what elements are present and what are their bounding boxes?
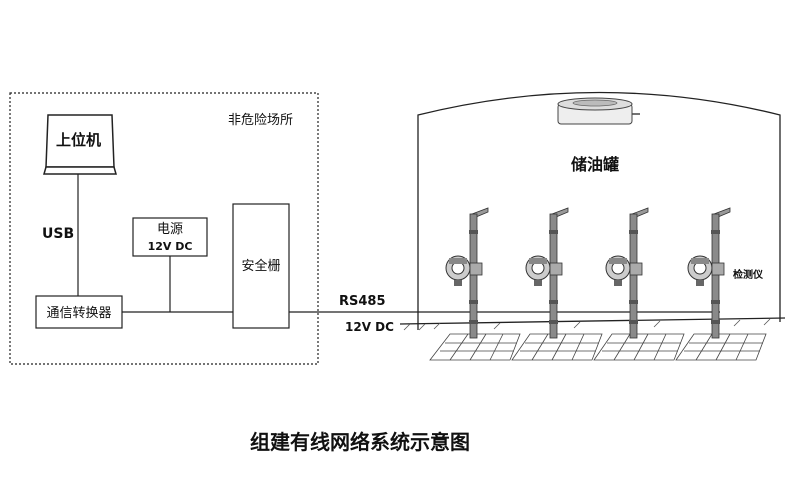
usb-label: USB — [42, 226, 74, 242]
power-supply-label: 12V DC — [345, 320, 394, 334]
ground-line — [399, 317, 786, 325]
ground-grid — [593, 333, 685, 361]
diagram-caption: 组建有线网络系统示意图 — [250, 430, 470, 454]
protocol-label: RS485 — [339, 294, 386, 309]
gas-detector-icon — [445, 207, 489, 339]
gas-detector-icon — [525, 207, 569, 339]
power-title: 电源 — [157, 222, 183, 237]
converter-box — [35, 295, 123, 329]
host-pc-icon — [43, 114, 117, 175]
tank-vent-icon — [557, 97, 640, 125]
barrier-box — [232, 203, 290, 329]
host-pc-label: 上位机 — [56, 131, 101, 149]
tank-label: 储油罐 — [570, 155, 619, 174]
power-spec: 12V DC — [148, 240, 193, 253]
barrier-label: 安全栅 — [241, 258, 280, 274]
detector-label: 检测仪 — [733, 268, 764, 281]
tank-outline — [417, 91, 781, 330]
gas-detector-icon — [687, 207, 731, 339]
power-box — [132, 217, 208, 257]
ground-hatch — [403, 318, 771, 331]
safe-zone-boundary — [9, 92, 319, 365]
ground-grid — [511, 333, 603, 361]
converter-label: 通信转换器 — [46, 306, 111, 321]
ground-grid — [675, 333, 767, 361]
ground-grid — [429, 333, 521, 361]
gas-detector-icon — [605, 207, 649, 339]
safe-zone-label: 非危险场所 — [228, 113, 293, 128]
